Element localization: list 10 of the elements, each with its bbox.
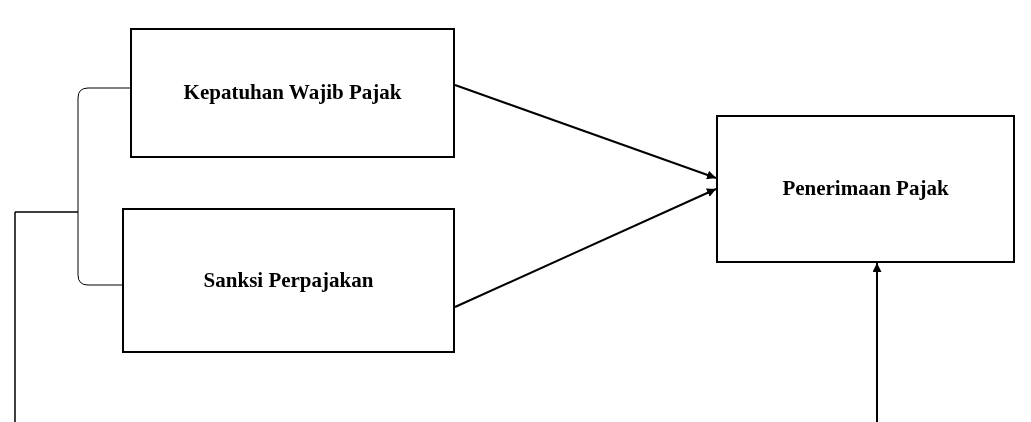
arrow — [454, 84, 717, 180]
variable-box — [130, 28, 455, 158]
arrow — [872, 262, 882, 422]
variable-box — [716, 115, 1015, 263]
bracket-line — [14, 211, 123, 422]
variable-box — [122, 208, 455, 353]
variable-label: Sanksi Perpajakan — [203, 266, 374, 294]
arrow — [454, 188, 717, 308]
variable-label: Kepatuhan Wajib Pajak — [183, 79, 402, 107]
variable-label: Penerimaan Pajak — [782, 175, 949, 203]
